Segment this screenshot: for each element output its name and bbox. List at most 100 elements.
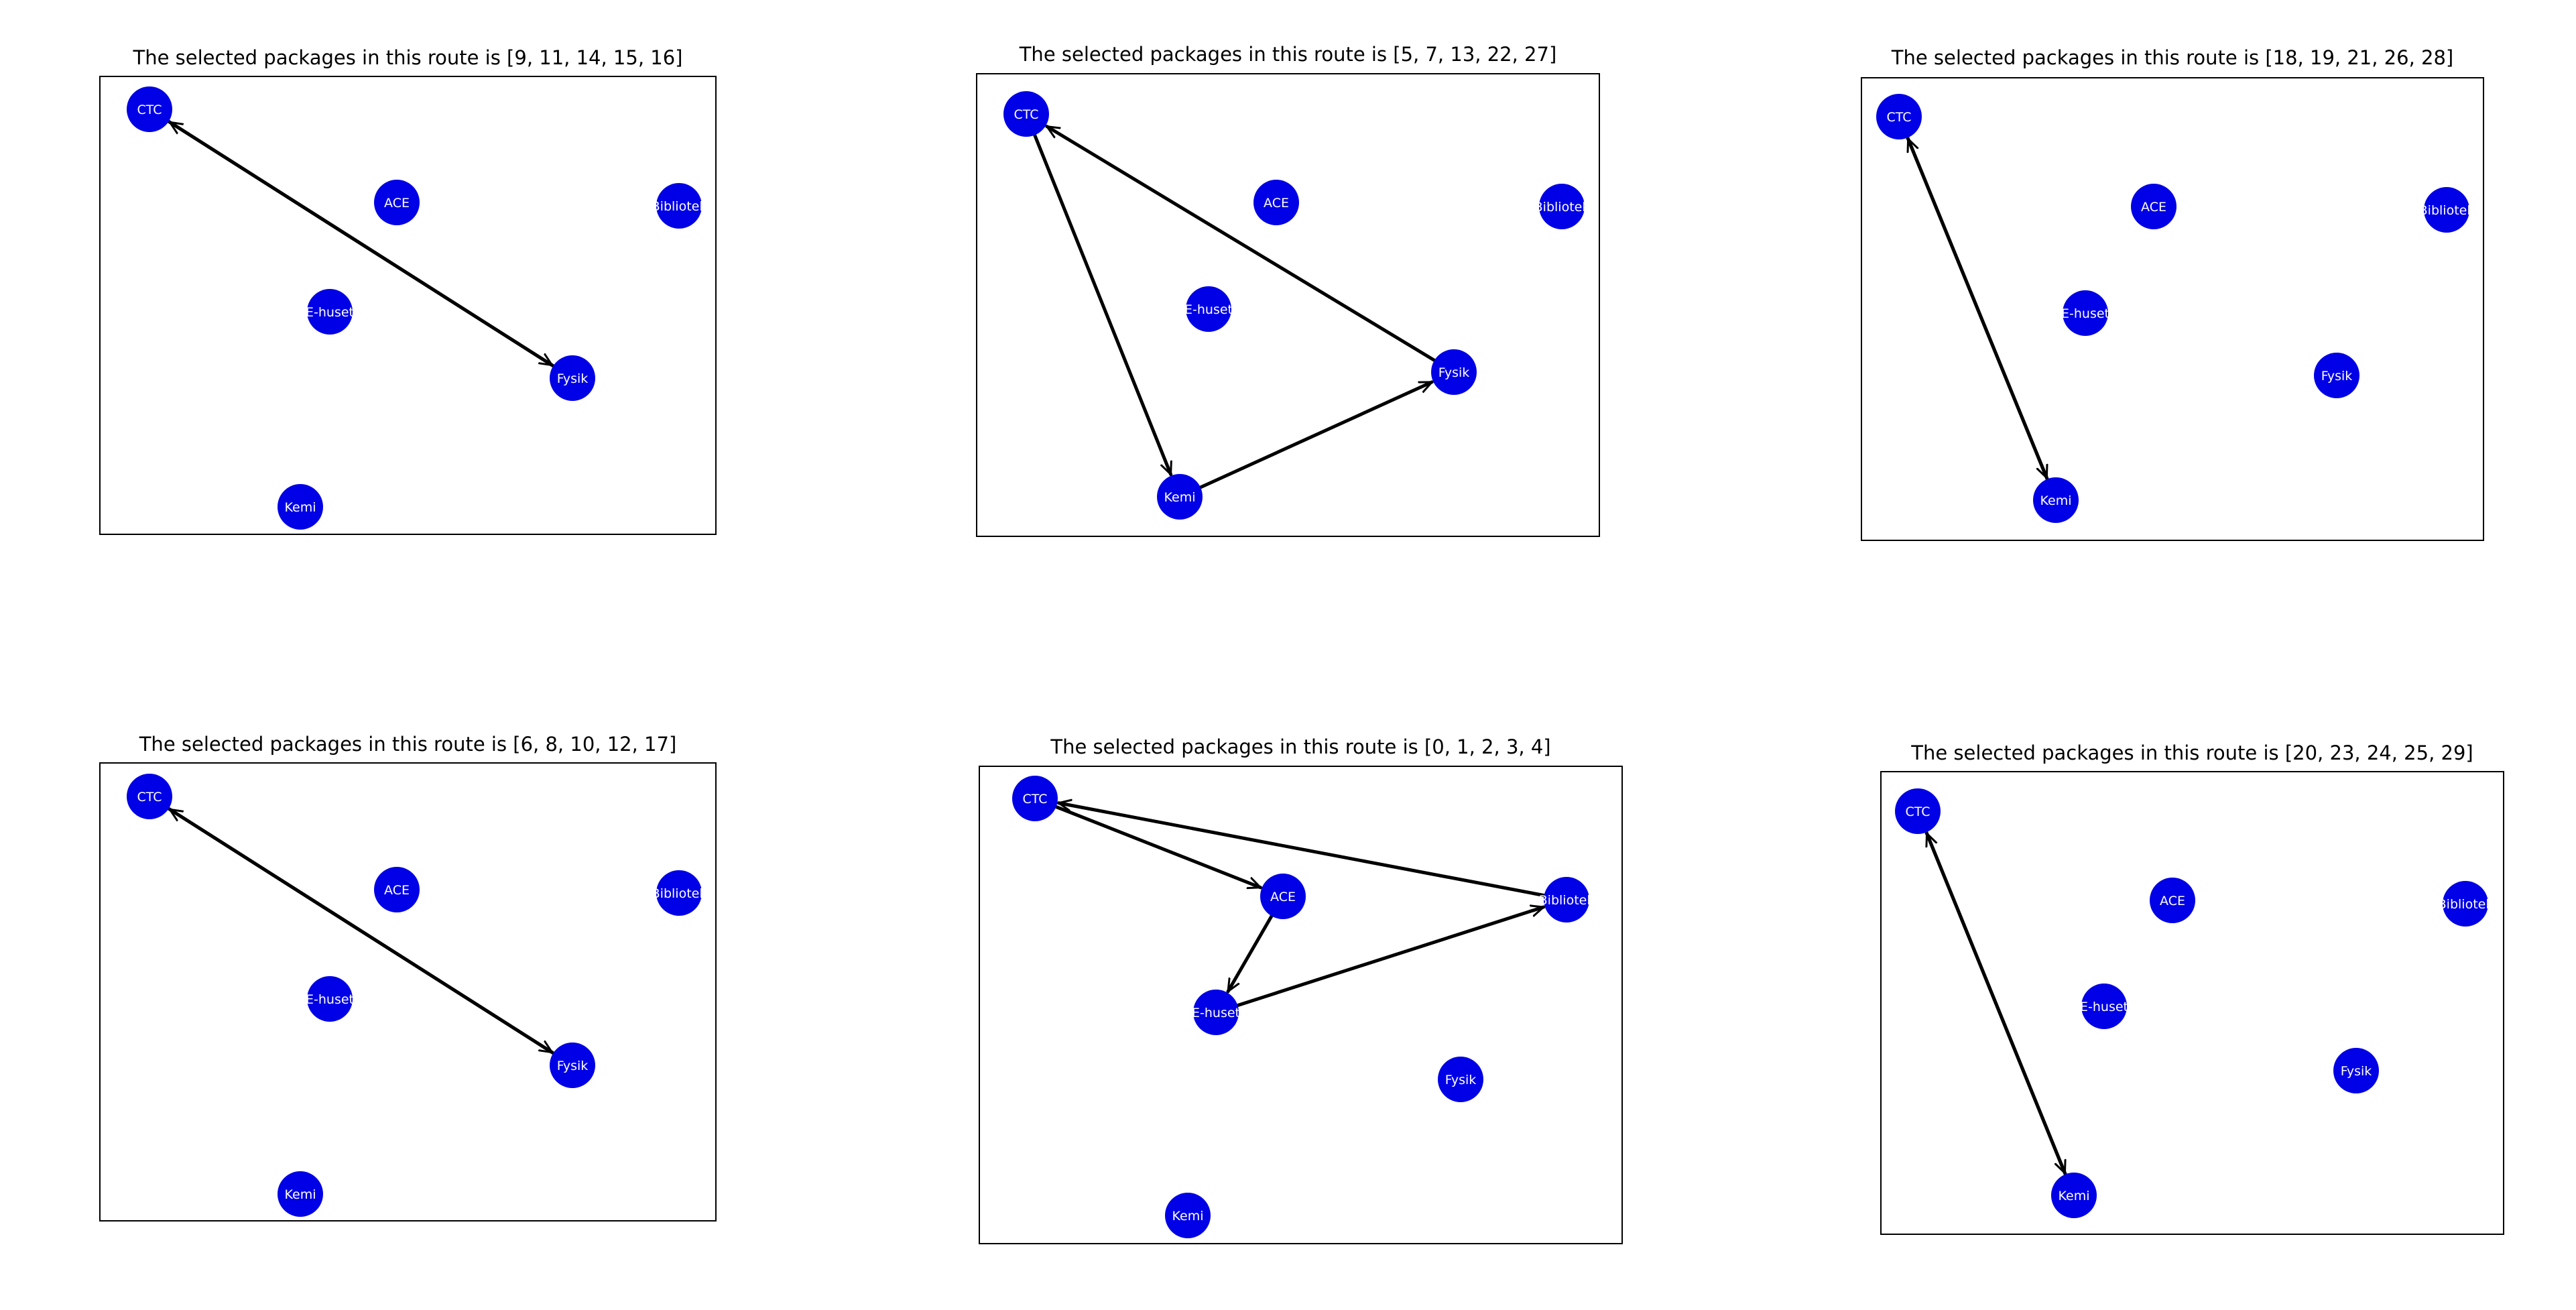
edge-fysik-to-ctc: [1045, 125, 1438, 363]
panel-frame: [99, 762, 717, 1222]
route-panel: The selected packages in this route is […: [99, 46, 717, 535]
node-ctc: CTC: [127, 86, 172, 132]
node-ctc: CTC: [1876, 94, 1922, 139]
node-e-huset: E-huset: [2061, 290, 2109, 336]
node-label: ACE: [384, 883, 410, 898]
node-circle: [1431, 349, 1477, 395]
node-fysik: Fysik: [1438, 1057, 1483, 1102]
node-circle: [550, 1043, 595, 1088]
node-label: ACE: [384, 196, 410, 211]
route-panel: The selected packages in this route is […: [1880, 741, 2504, 1235]
node-ctc: CTC: [127, 774, 172, 819]
node-label: Fysik: [1445, 1073, 1477, 1087]
node-circle: [2424, 187, 2469, 233]
edge-kemi-to-ctc: [1925, 831, 2068, 1177]
node-circle: [307, 289, 353, 335]
node-circle: [1438, 1057, 1483, 1102]
panel-frame: [1861, 77, 2484, 541]
edge-fysik-to-ctc: [168, 120, 556, 369]
node-label: Fysik: [557, 371, 589, 386]
node-label: ACE: [2141, 200, 2166, 215]
node-circle: [1253, 180, 1299, 225]
node-circle: [2333, 1048, 2379, 1093]
panel-frame: [979, 766, 1623, 1244]
node-label: Kemi: [285, 500, 316, 515]
edge-ctc-to-kemi: [1032, 132, 1173, 477]
node-label: Kemi: [1172, 1209, 1204, 1224]
node-circle: [2063, 290, 2108, 336]
node-label: Bibliotek: [2438, 897, 2494, 912]
node-fysik: Fysik: [550, 355, 595, 401]
panel-frame: [976, 73, 1600, 537]
node-circle: [2150, 878, 2195, 923]
node-label: Kemi: [2040, 493, 2072, 508]
node-e-huset: E-huset: [2080, 984, 2128, 1029]
node-circle: [656, 183, 702, 229]
node-label: CTC: [1022, 792, 1047, 807]
node-ctc: CTC: [1003, 91, 1049, 137]
node-fysik: Fysik: [1431, 349, 1477, 395]
node-label: E-huset: [306, 305, 354, 320]
node-bibliotek: Bibliotek: [652, 183, 707, 229]
node-kemi: Kemi: [1157, 474, 1203, 520]
node-label: Kemi: [285, 1187, 316, 1202]
node-label: E-huset: [306, 992, 354, 1007]
node-bibliotek: Bibliotek: [652, 870, 707, 916]
node-circle: [374, 180, 420, 225]
node-circle: [127, 86, 172, 132]
panel-title: The selected packages in this route is […: [1910, 741, 2473, 764]
route-panel: The selected packages in this route is […: [979, 735, 1623, 1244]
edge-bibliotek-to-ctc: [1056, 803, 1548, 898]
node-label: Fysik: [1438, 365, 1470, 380]
node-circle: [2081, 984, 2127, 1029]
node-e-huset: E-huset: [306, 976, 354, 1022]
node-circle: [1876, 94, 1922, 139]
node-label: CTC: [1014, 107, 1038, 122]
node-fysik: Fysik: [2314, 353, 2359, 398]
node-bibliotek: Bibliotek: [2419, 187, 2475, 233]
edge-kemi-to-ctc: [1906, 137, 2050, 482]
panel-frame: [99, 76, 717, 535]
node-ace: ACE: [374, 867, 420, 912]
node-circle: [278, 484, 323, 530]
panel-title: The selected packages in this route is […: [1050, 735, 1550, 758]
node-label: Bibliotek: [1534, 200, 1590, 215]
node-circle: [1895, 788, 1941, 834]
node-label: CTC: [1905, 805, 1930, 819]
node-circle: [1003, 91, 1049, 137]
node-circle: [127, 774, 172, 819]
node-kemi: Kemi: [1165, 1193, 1211, 1238]
node-circle: [1157, 474, 1203, 520]
node-kemi: Kemi: [278, 1171, 323, 1217]
node-circle: [374, 867, 420, 912]
edge-e-huset-to-bibliotek: [1234, 907, 1546, 1008]
node-e-huset: E-huset: [1184, 286, 1233, 332]
node-circle: [278, 1171, 323, 1217]
node-circle: [2033, 477, 2079, 523]
node-label: E-huset: [2061, 306, 2109, 321]
node-bibliotek: Bibliotek: [2438, 881, 2494, 927]
node-ace: ACE: [1260, 874, 1306, 919]
node-circle: [656, 870, 702, 916]
node-label: ACE: [1270, 890, 1296, 904]
node-circle: [2051, 1173, 2097, 1218]
route-panel: The selected packages in this route is […: [1861, 46, 2484, 541]
edge-kemi-to-fysik: [1197, 380, 1434, 490]
node-e-huset: E-huset: [1192, 990, 1240, 1035]
node-kemi: Kemi: [2051, 1173, 2097, 1218]
node-circle: [1539, 184, 1585, 229]
node-label: ACE: [2160, 894, 2185, 908]
node-ctc: CTC: [1895, 788, 1941, 834]
route-panel: The selected packages in this route is […: [976, 43, 1600, 537]
node-bibliotek: Bibliotek: [1534, 184, 1590, 229]
node-circle: [1260, 874, 1306, 919]
node-label: Bibliotek: [2419, 203, 2475, 218]
node-kemi: Kemi: [278, 484, 323, 530]
node-label: Bibliotek: [652, 886, 707, 901]
node-label: ACE: [1264, 196, 1289, 211]
node-ace: ACE: [2131, 184, 2176, 229]
node-label: Fysik: [2321, 369, 2353, 383]
route-panel: The selected packages in this route is […: [99, 733, 717, 1222]
panel-frame: [1880, 771, 2504, 1235]
node-label: Fysik: [2341, 1064, 2372, 1079]
